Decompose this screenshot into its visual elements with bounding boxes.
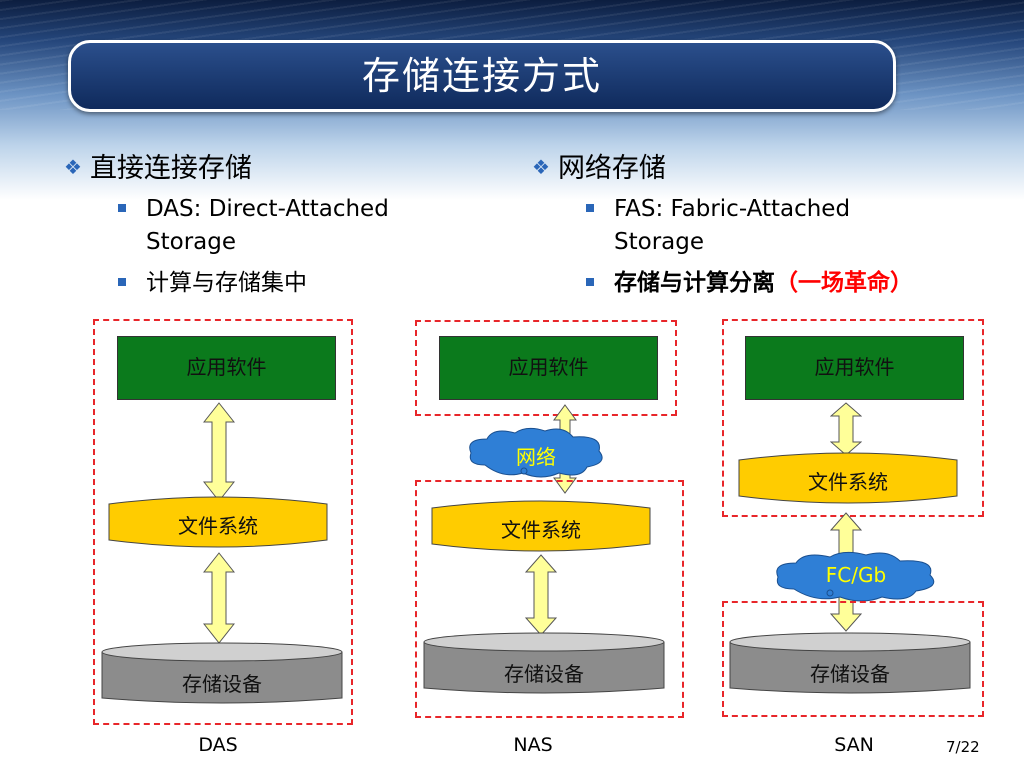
san-arrow-app-fs <box>830 402 862 456</box>
das-storage-label: 存储设备 <box>182 672 262 696</box>
nas-network-label: 网络 <box>516 445 556 469</box>
diamond-bullet-icon: ❖ <box>64 155 82 179</box>
das-arrow-app-fs <box>203 402 235 502</box>
nas-storage-cylinder: 存储设备 <box>423 632 665 698</box>
san-caption: SAN <box>834 734 874 756</box>
san-storage-boundary <box>722 601 984 717</box>
square-bullet-icon <box>118 204 126 212</box>
das-caption: DAS <box>198 734 238 756</box>
nas-fs-label: 文件系统 <box>501 518 581 542</box>
das-storage-cylinder: 存储设备 <box>101 642 343 708</box>
nas-app-box: 应用软件 <box>439 336 658 400</box>
left-bullet-2-line1: 计算与存储集中 <box>146 270 307 296</box>
left-bullet-1: DAS: Direct-Attached Storage <box>118 193 446 259</box>
right-bullet-1-line2: Storage <box>614 229 704 255</box>
left-bullet-1-line1: DAS: Direct-Attached <box>146 196 389 222</box>
nas-storage-boundary <box>415 480 684 718</box>
san-storage-cylinder: 存储设备 <box>729 632 971 698</box>
right-bullet-1: FAS: Fabric-Attached Storage <box>586 193 934 259</box>
das-fs-label: 文件系统 <box>178 514 258 538</box>
right-bullet-2-emphasis: （一场革命） <box>775 270 913 296</box>
right-heading-text: 网络存储 <box>557 153 666 184</box>
das-fs-box: 文件系统 <box>108 496 328 548</box>
square-bullet-icon <box>586 278 594 286</box>
page-number: 7/22 <box>946 738 980 756</box>
right-bullet-2-text: 存储与计算分离 <box>614 270 775 296</box>
slide-title: 存储连接方式 <box>361 54 602 98</box>
left-heading-text: 直接连接存储 <box>89 153 252 184</box>
square-bullet-icon <box>586 204 594 212</box>
right-bullet-2: 存储与计算分离（一场革命） <box>586 267 994 300</box>
das-boundary <box>93 319 353 725</box>
nas-app-boundary <box>415 320 677 416</box>
san-compute-boundary <box>722 319 984 517</box>
left-bullet-1-line2: Storage <box>146 229 236 255</box>
san-storage-label: 存储设备 <box>810 662 890 686</box>
diamond-bullet-icon: ❖ <box>532 155 550 179</box>
nas-arrow-fs-storage <box>525 554 557 636</box>
san-app-box: 应用软件 <box>745 336 964 400</box>
san-network-cloud: FC/Gb <box>770 549 942 603</box>
title-bar: 存储连接方式 <box>68 40 896 112</box>
das-arrow-fs-storage <box>203 552 235 644</box>
nas-network-cloud: 网络 <box>463 425 609 481</box>
square-bullet-icon <box>118 278 126 286</box>
left-bullet-2: 计算与存储集中 <box>118 267 446 300</box>
das-app-box: 应用软件 <box>117 336 336 400</box>
right-bullet-1-line1: FAS: Fabric-Attached <box>614 196 851 222</box>
san-fs-label: 文件系统 <box>808 470 888 494</box>
left-heading: ❖ 直接连接存储 <box>64 146 252 185</box>
nas-storage-label: 存储设备 <box>504 662 584 686</box>
nas-fs-box: 文件系统 <box>431 500 651 552</box>
right-heading: ❖ 网络存储 <box>532 146 666 185</box>
nas-caption: NAS <box>513 734 553 756</box>
san-network-label: FC/Gb <box>825 563 887 587</box>
san-fs-box: 文件系统 <box>738 452 958 504</box>
